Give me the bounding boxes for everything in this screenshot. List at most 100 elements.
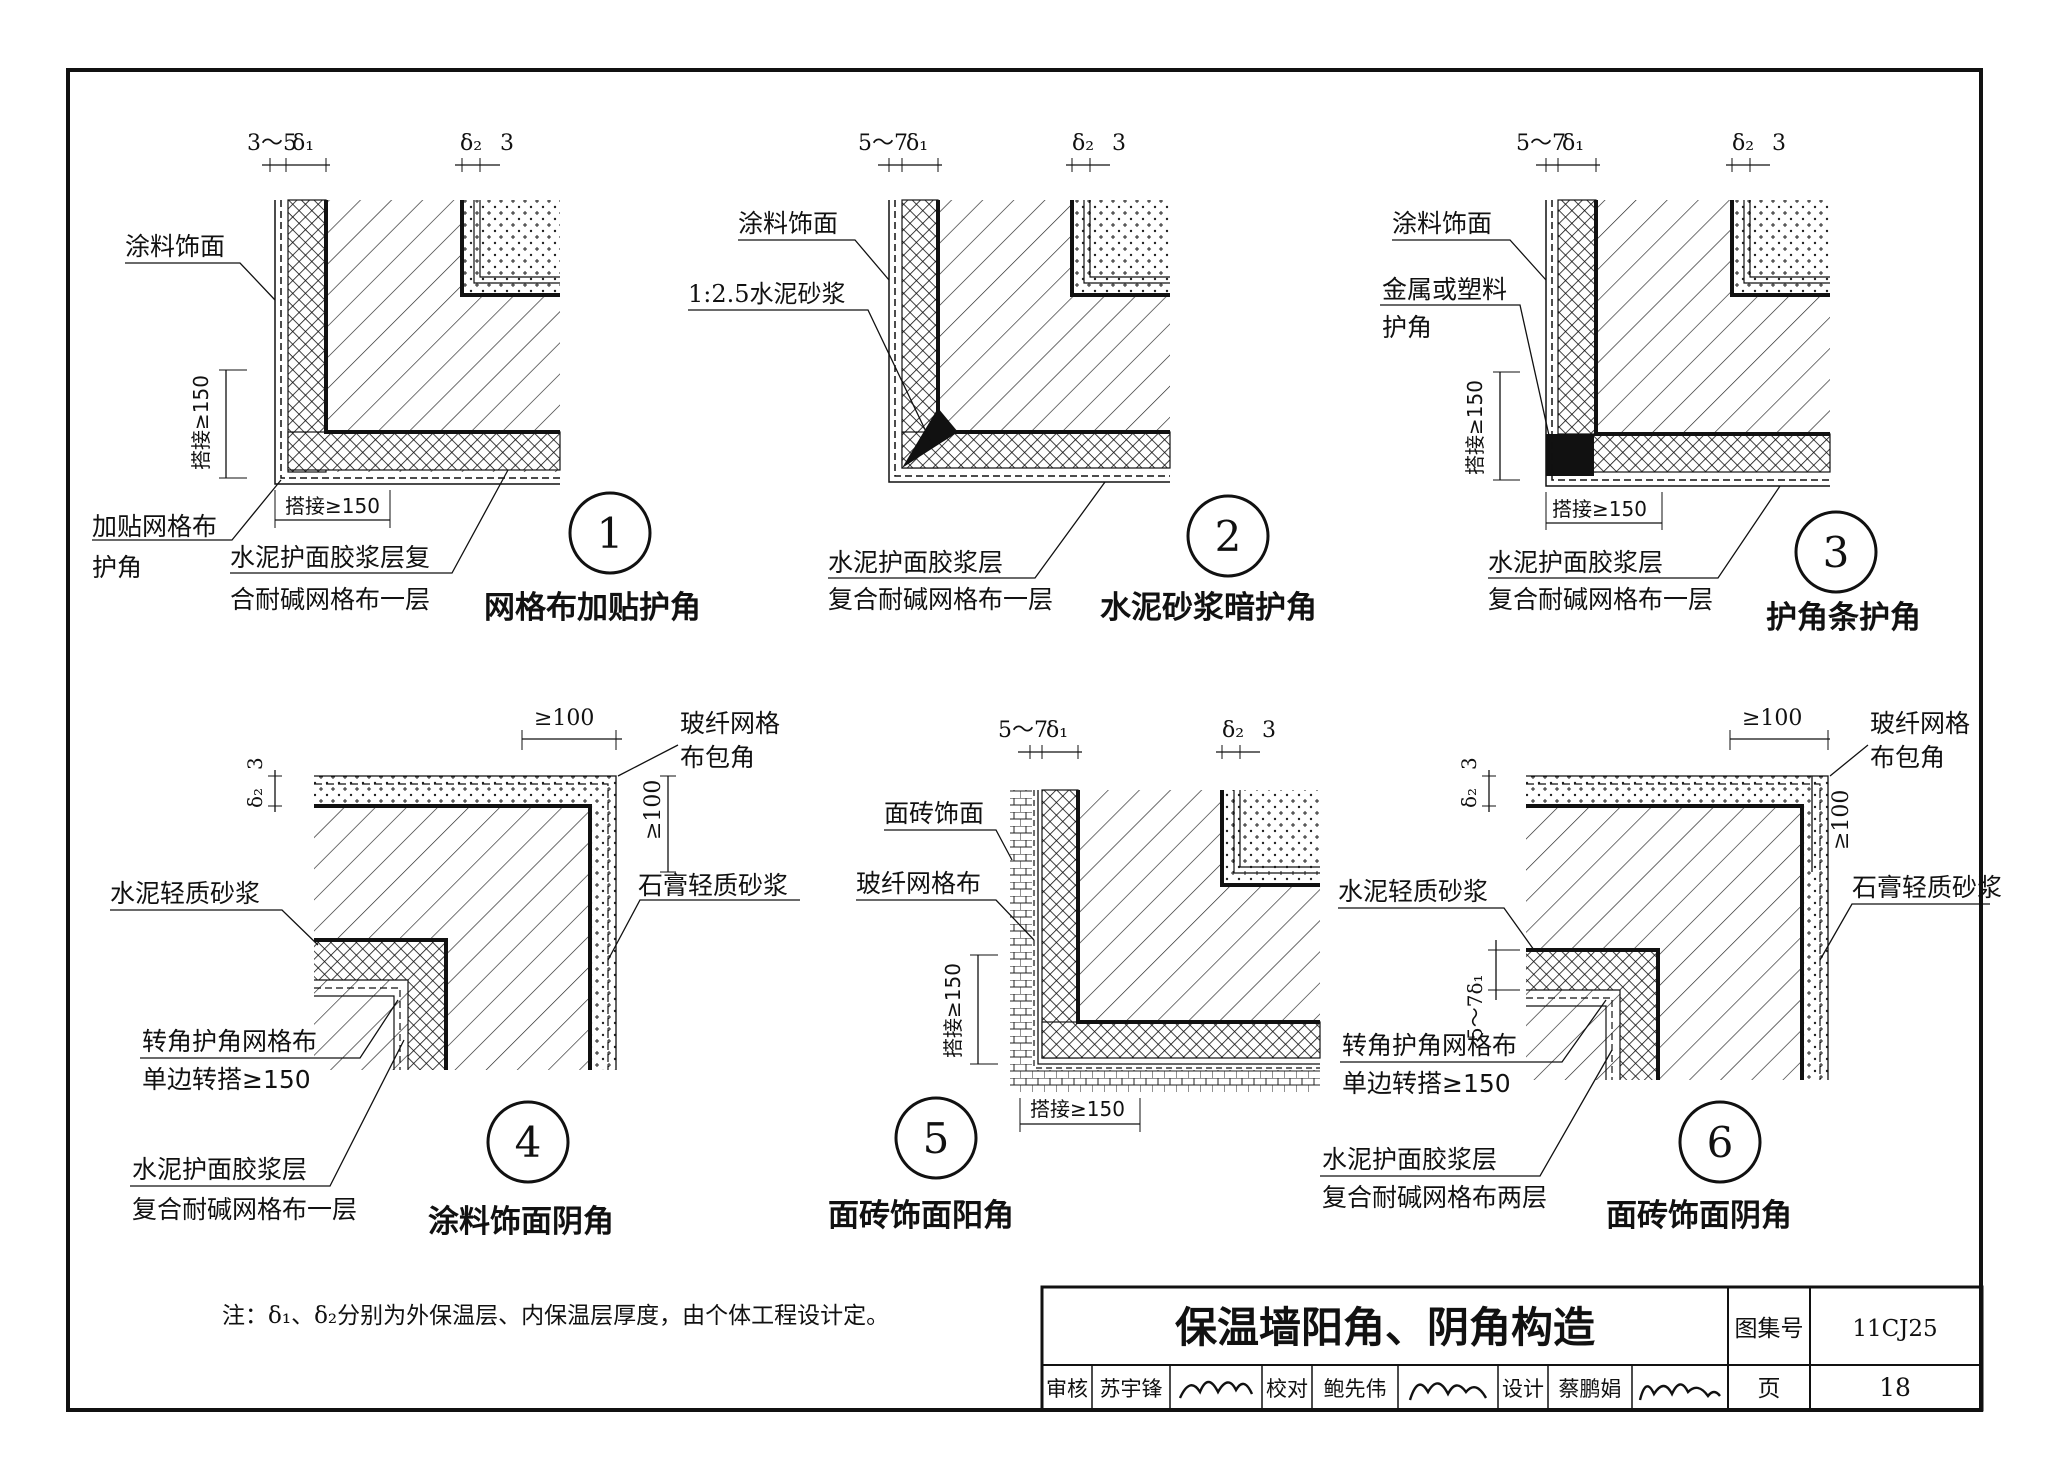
lap-3-vertical: 搭接≥150 xyxy=(1463,380,1487,475)
design-label: 设计 xyxy=(1502,1377,1544,1401)
label-6-layer-2: 复合耐碱网格布两层 xyxy=(1322,1183,1547,1212)
dim-2-d2: δ₂ xyxy=(1072,131,1094,156)
detail-1-number: 1 xyxy=(597,509,624,558)
lap-1-vertical: 搭接≥150 xyxy=(189,375,213,470)
dim-5-d2: δ₂ xyxy=(1222,718,1244,743)
detail-6-title: 面砖饰面阴角 xyxy=(1606,1198,1792,1234)
detail-6-number: 6 xyxy=(1707,1118,1734,1167)
dim-1-left: 3～5 xyxy=(247,131,297,156)
dim-5-d1: δ₁ xyxy=(1046,718,1068,743)
designer-name: 蔡鹏娟 xyxy=(1559,1377,1622,1401)
label-3-strip-2: 护角 xyxy=(1382,313,1432,342)
sheet-note: 注：δ₁、δ₂分别为外保温层、内保温层厚度，由个体工程设计定。 xyxy=(222,1303,889,1329)
detail-6: ≥100 ≥100 δ₂ 3 5～7δ₁ 玻纤网格 布包角 石膏轻质砂浆 水泥轻… xyxy=(1320,706,2002,1234)
lap-1-horizontal: 搭接≥150 xyxy=(285,494,380,518)
reviewer-name: 苏宇锋 xyxy=(1100,1377,1163,1401)
page-label: 页 xyxy=(1758,1376,1781,1402)
detail-3: 5～7 δ₁ δ₂ 3 涂料饰面 金属或塑料 护角 搭接≥150 搭接≥150 … xyxy=(1380,131,1921,636)
dim-2-left: 5～7 xyxy=(858,131,908,156)
dim-3-d2: δ₂ xyxy=(1732,131,1754,156)
dim-3-right: 3 xyxy=(1772,131,1786,156)
label-6-wrap-1: 玻纤网格 xyxy=(1870,709,1970,738)
atlas-label: 图集号 xyxy=(1735,1316,1804,1342)
dim-4-right: 3 xyxy=(243,757,267,770)
label-3-finish: 涂料饰面 xyxy=(1392,209,1492,238)
dim-3-left: 5～7 xyxy=(1516,131,1566,156)
detail-1-title: 网格布加贴护角 xyxy=(484,590,701,626)
page-number: 18 xyxy=(1879,1373,1911,1402)
dim-6-top: ≥100 xyxy=(1742,706,1802,731)
detail-2: 5～7 δ₁ δ₂ 3 涂料饰面 1:2.5水泥砂浆 水泥护面胶浆层 复合耐碱网… xyxy=(688,131,1317,626)
label-1-layer-1: 水泥护面胶浆层复 xyxy=(230,543,430,572)
sheet-border xyxy=(66,68,1983,1412)
dim-2-right: 3 xyxy=(1112,131,1126,156)
detail-1: 3～5 δ₁ δ₂ 3 搭接≥150 搭接≥150 涂料饰面 加贴网格布 护角 … xyxy=(92,131,701,626)
dim-4-top: ≥100 xyxy=(534,706,594,731)
detail-5: 5～7 δ₁ δ₂ 3 面砖饰面 玻纤网格布 搭接≥150 搭接≥150 5 面… xyxy=(828,718,1321,1234)
dim-4-side: ≥100 xyxy=(641,780,666,840)
review-label: 审核 xyxy=(1046,1377,1088,1401)
label-2-layer-2: 复合耐碱网格布一层 xyxy=(828,585,1053,614)
label-1-mesh-corner-1: 加贴网格布 xyxy=(92,512,217,541)
label-2-layer-1: 水泥护面胶浆层 xyxy=(828,548,1003,577)
detail-5-number: 5 xyxy=(923,1114,950,1163)
label-6-plaster: 石膏轻质砂浆 xyxy=(1852,873,2002,902)
dim-1-d2: δ₂ xyxy=(460,131,482,156)
label-3-layer-1: 水泥护面胶浆层 xyxy=(1488,548,1663,577)
detail-4-title: 涂料饰面阴角 xyxy=(428,1204,614,1240)
detail-2-number: 2 xyxy=(1215,512,1242,561)
dim-6-right: 3 xyxy=(1457,757,1481,770)
dim-5-right: 3 xyxy=(1262,718,1276,743)
label-6-mesh-2: 单边转搭≥150 xyxy=(1342,1069,1511,1098)
dim-6-side: ≥100 xyxy=(1829,790,1854,850)
checker-name: 鲍先伟 xyxy=(1324,1377,1387,1401)
label-1-mesh-corner-2: 护角 xyxy=(92,553,142,582)
detail-3-title: 护角条护角 xyxy=(1766,600,1921,636)
designer-signature xyxy=(1638,1383,1721,1401)
label-2-finish: 涂料饰面 xyxy=(738,209,838,238)
lap-5-horizontal: 搭接≥150 xyxy=(1030,1097,1125,1121)
detail-4-number: 4 xyxy=(515,1118,542,1167)
label-3-strip-1: 金属或塑料 xyxy=(1382,275,1507,304)
label-5-mesh: 玻纤网格布 xyxy=(856,869,981,898)
dim-6-d2: δ₂ xyxy=(1457,788,1481,808)
label-2-mortar: 1:2.5水泥砂浆 xyxy=(688,280,846,308)
label-4-plaster: 石膏轻质砂浆 xyxy=(638,871,788,900)
label-4-mesh-1: 转角护角网格布 xyxy=(142,1027,317,1056)
lap-3-horizontal: 搭接≥150 xyxy=(1552,497,1647,521)
drawing-title: 保温墙阳角、阴角构造 xyxy=(1175,1303,1595,1352)
label-1-layer-2: 合耐碱网格布一层 xyxy=(230,585,430,614)
detail-4: ≥100 ≥100 δ₂ 3 玻纤网格 布包角 石膏轻质砂浆 水泥轻质砂浆 转角… xyxy=(110,706,800,1240)
detail-3-number: 3 xyxy=(1823,528,1850,577)
atlas-number: 11CJ25 xyxy=(1852,1316,1937,1342)
label-6-layer-1: 水泥护面胶浆层 xyxy=(1322,1145,1497,1174)
label-4-layer-1: 水泥护面胶浆层 xyxy=(132,1155,307,1184)
label-6-mesh-1: 转角护角网格布 xyxy=(1342,1031,1517,1060)
label-1-finish: 涂料饰面 xyxy=(125,232,225,261)
label-6-wrap-2: 布包角 xyxy=(1870,743,1945,772)
detail-5-title: 面砖饰面阳角 xyxy=(828,1198,1014,1234)
label-4-mesh-2: 单边转搭≥150 xyxy=(142,1065,311,1094)
check-label: 校对 xyxy=(1266,1377,1308,1401)
label-4-cement-light: 水泥轻质砂浆 xyxy=(110,879,260,908)
lap-5-vertical: 搭接≥150 xyxy=(941,963,965,1058)
dim-1-d1: δ₁ xyxy=(292,131,314,156)
label-3-layer-2: 复合耐碱网格布一层 xyxy=(1488,585,1713,614)
dim-3-d1: δ₁ xyxy=(1562,131,1584,156)
checker-signature xyxy=(1408,1382,1488,1401)
dim-5-left: 5～7 xyxy=(998,718,1048,743)
reviewer-signature xyxy=(1178,1380,1254,1399)
detail-2-title: 水泥砂浆暗护角 xyxy=(1100,590,1317,626)
dim-1-right: 3 xyxy=(500,131,514,156)
label-4-layer-2: 复合耐碱网格布一层 xyxy=(132,1195,357,1224)
label-4-wrap-1: 玻纤网格 xyxy=(680,709,780,738)
label-6-cement-light: 水泥轻质砂浆 xyxy=(1338,877,1488,906)
dim-2-d1: δ₁ xyxy=(906,131,928,156)
dim-6-side-d1: 5～7δ₁ xyxy=(1463,974,1487,1040)
dim-4-d2: δ₂ xyxy=(243,788,267,808)
label-5-tile: 面砖饰面 xyxy=(884,799,984,828)
title-block: 保温墙阳角、阴角构造 图集号 11CJ25 页 18 审核 苏宇锋 校对 鲍先伟… xyxy=(1040,1285,1984,1412)
label-4-wrap-2: 布包角 xyxy=(680,743,755,772)
